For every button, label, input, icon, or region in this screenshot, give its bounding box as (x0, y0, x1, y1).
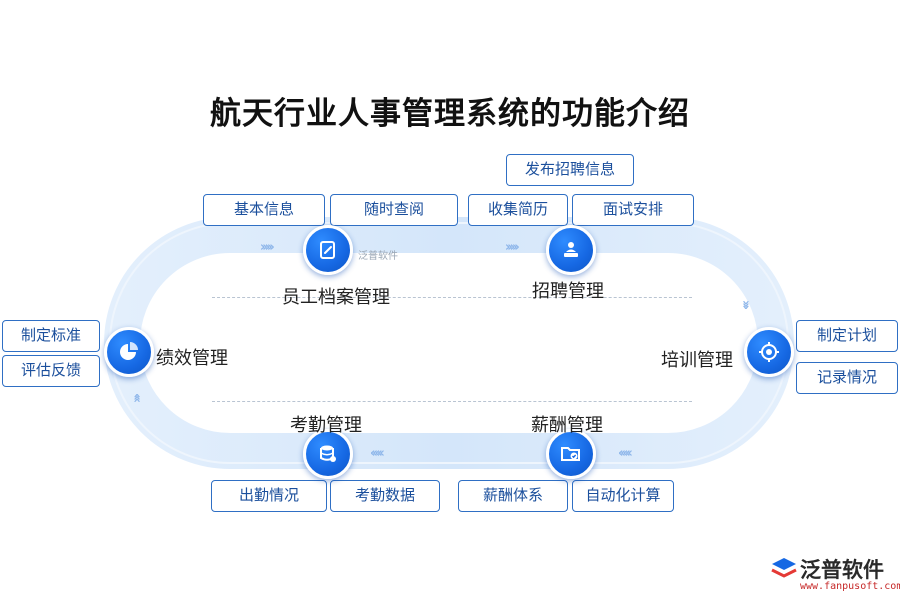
label-performance: 绩效管理 (156, 348, 228, 369)
flow-arrow-down-icon: ››› (738, 299, 754, 308)
logo-url: www.fanpusoft.com (800, 581, 900, 592)
edit-document-icon (320, 241, 335, 259)
tag-basic-info: 基本信息 (203, 194, 325, 226)
label-archives: 员工档案管理 (282, 287, 390, 308)
node-attendance (303, 429, 353, 479)
label-attendance: 考勤管理 (290, 415, 362, 436)
tag-record-status: 记录情况 (796, 362, 898, 394)
flow-arrow-left-icon: ‹‹‹‹‹ (618, 446, 633, 461)
tag-make-plan: 制定计划 (796, 320, 898, 352)
fanpu-logo-icon (771, 558, 797, 578)
label-training: 培训管理 (661, 350, 733, 371)
page-title: 航天行业人事管理系统的功能介绍 (210, 96, 690, 132)
divider-bottom (212, 401, 692, 402)
flow-arrow-right-icon: ››››› (505, 240, 520, 255)
tag-salary-system: 薪酬体系 (458, 480, 568, 512)
flow-arrow-right-icon: ››››› (260, 240, 275, 255)
tag-post-job: 发布招聘信息 (506, 154, 634, 186)
target-icon (759, 342, 779, 362)
watermark: 泛普软件 (358, 251, 398, 262)
divider-top (212, 297, 692, 298)
tag-set-standard: 制定标准 (2, 320, 100, 352)
tag-collect-resumes: 收集简历 (468, 194, 568, 226)
node-performance (104, 327, 154, 377)
flow-arrow-left-icon: ‹‹‹‹‹ (370, 446, 385, 461)
tag-quick-lookup: 随时查阅 (330, 194, 458, 226)
tag-auto-calc: 自动化计算 (572, 480, 674, 512)
tag-eval-feedback: 评估反馈 (2, 355, 100, 387)
node-recruit (546, 225, 596, 275)
tag-attendance-data: 考勤数据 (330, 480, 440, 512)
label-recruit: 招聘管理 (532, 281, 604, 302)
brand-logo: 泛普软件 www.fanpusoft.com (770, 554, 900, 594)
logo-name: 泛普软件 (800, 558, 884, 582)
flow-arrow-up-icon: ››› (130, 395, 146, 404)
node-training (744, 327, 794, 377)
folder-check-icon (561, 447, 580, 461)
label-salary: 薪酬管理 (531, 415, 603, 436)
database-icon (320, 445, 336, 462)
pie-chart-icon (120, 342, 138, 360)
tag-interview-schedule: 面试安排 (572, 194, 694, 226)
interviewer-icon (564, 242, 578, 257)
tag-attendance-status: 出勤情况 (211, 480, 327, 512)
node-archives (303, 225, 353, 275)
node-salary (546, 429, 596, 479)
